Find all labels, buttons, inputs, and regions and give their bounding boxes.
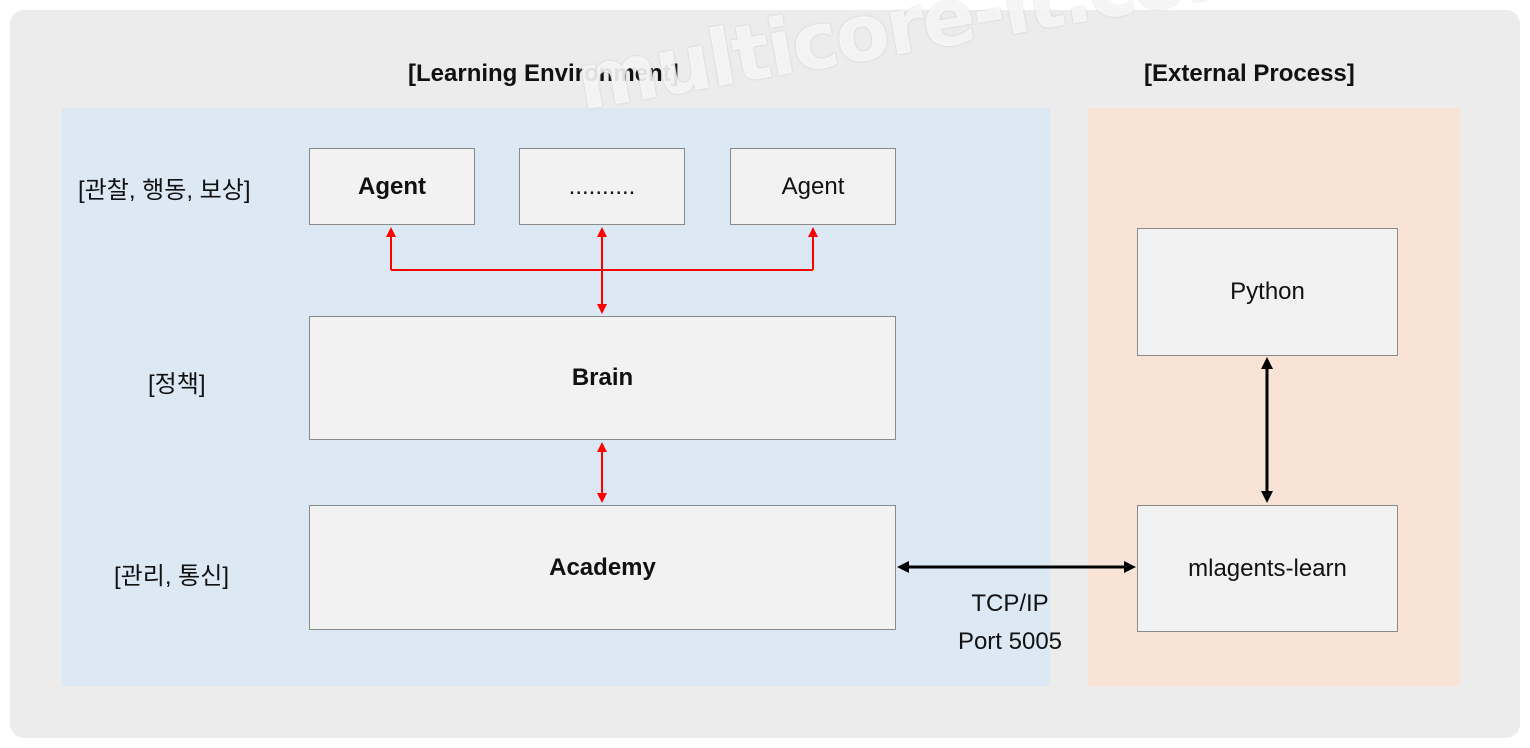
academy-row-label: [관리, 통신] bbox=[114, 563, 229, 590]
external-process-title: [External Process] bbox=[1144, 60, 1355, 87]
agents-row-label: [관찰, 행동, 보상] bbox=[78, 177, 251, 204]
agent-box-right: Agent bbox=[730, 148, 896, 225]
python-box: Python bbox=[1137, 228, 1398, 356]
brain-row-label: [정책] bbox=[148, 371, 206, 398]
mlagents-learn-box: mlagents-learn bbox=[1137, 505, 1398, 632]
tcp-ip-label: TCP/IP bbox=[971, 590, 1049, 617]
agent-box-left: Agent bbox=[309, 148, 475, 225]
academy-box: Academy bbox=[309, 505, 896, 630]
learning-environment-title: [Learning Environment] bbox=[408, 60, 679, 87]
port-label: Port 5005 bbox=[957, 628, 1063, 655]
brain-box: Brain bbox=[309, 316, 896, 440]
agent-box-ellipsis: .......... bbox=[519, 148, 685, 225]
